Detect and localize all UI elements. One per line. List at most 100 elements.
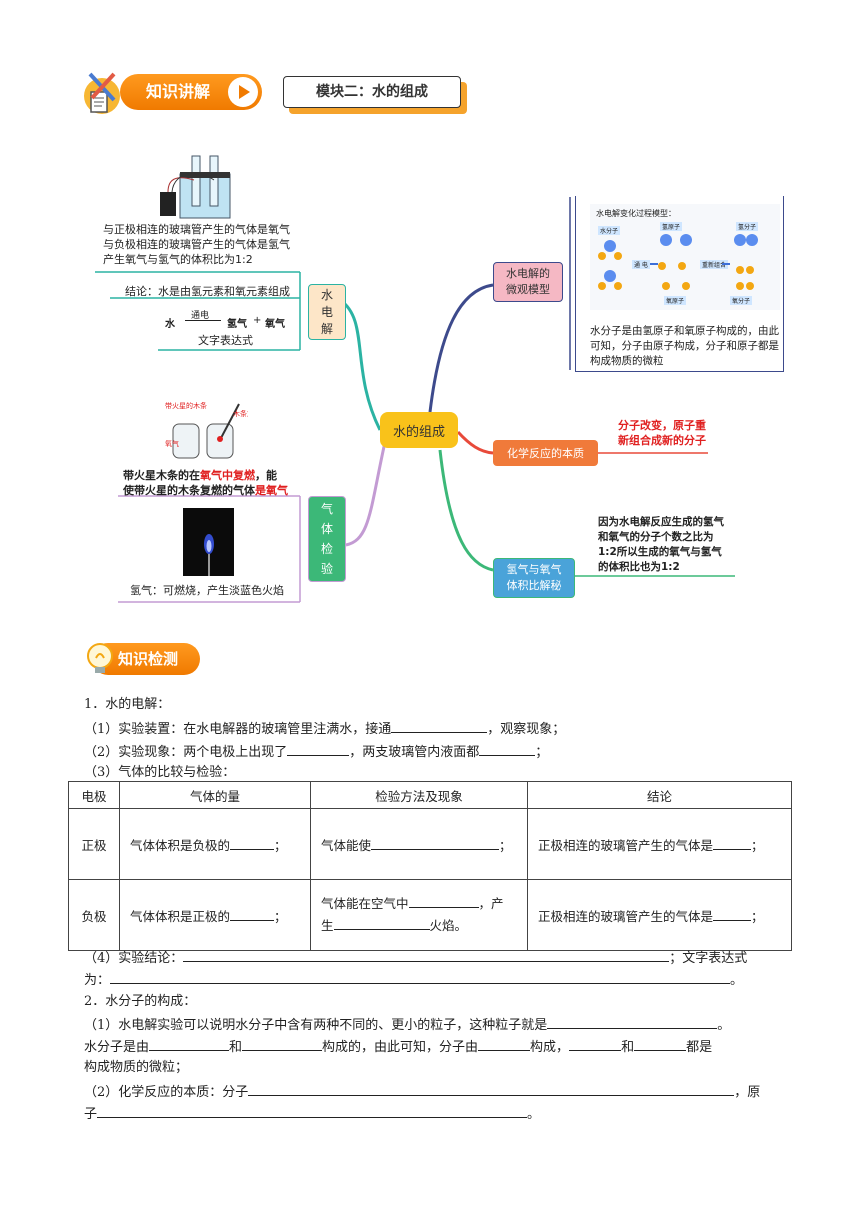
amount-end: ； (274, 838, 287, 853)
q2-2-text-a: （2）化学反应的本质：分子 (84, 1085, 248, 1100)
cell-test: 气体能在空气中，产生火焰。 (311, 880, 528, 951)
blank[interactable] (409, 893, 479, 908)
node-micro-model: 水电解的 微观模型 (493, 262, 563, 302)
conclusion-end: ； (751, 909, 764, 924)
relight-label: 木条复燃 (233, 409, 248, 418)
lightbulb-icon (86, 642, 114, 676)
q2-1: （1）水电解实验可以说明水分子中含有两种不同的、更小的粒子，这种粒子就是。 (84, 1014, 730, 1036)
electrolysis-conclusion: 结论：水是由氢元素和氧元素组成 (125, 284, 290, 299)
test-text: 气体能使 (321, 838, 371, 853)
q2-2-line2: 子。 (84, 1103, 540, 1125)
electrolysis-details: 与正极相连的玻璃管产生的气体是氧气 与负极相连的玻璃管产生的气体是氢气 产生氧气… (103, 222, 303, 267)
q1-4-text-a: （4）实验结论： (84, 951, 183, 966)
blank[interactable] (713, 835, 751, 850)
conclusion-end: ； (751, 838, 764, 853)
gas-label: 氧气 (165, 439, 179, 448)
cell-test: 气体能使 ； (311, 809, 528, 880)
q1-2-text-c: ； (535, 745, 548, 760)
blank[interactable] (478, 1036, 530, 1051)
blank[interactable] (242, 1036, 322, 1051)
q1-4-text-b: ；文字表达式 (669, 951, 747, 966)
node-electrolysis: 水 电 解 (308, 284, 346, 340)
ratio-text: 因为水电解反应生成的氢气和氧气的分子个数之比为1:2所以生成的氧气与氢气的体积比… (598, 515, 728, 575)
q2-1-line2: 水分子是由 和 构成的，由此可知，分子由 构成， 和 都是 (84, 1036, 712, 1058)
q2-1-text-h: 都是 (686, 1040, 712, 1055)
node-reaction-essence: 化学反应的本质 (493, 440, 598, 466)
detail-positive: 与正极相连的玻璃管产生的气体是氧气 (103, 222, 303, 237)
q2-1-text-b: 。 (717, 1018, 730, 1033)
eq-arrow (185, 320, 221, 321)
check-badge-label: 知识检测 (118, 650, 178, 668)
oxygen-test-text: 带火星木条的在氧气中复燃，能 使带火星的木条复燃的气体是氧气 (123, 468, 303, 498)
oxygen-test-image: 带火星的木条 木条复燃 氧气 (163, 398, 248, 462)
q2-1-line3: 构成物质的微粒； (84, 1058, 188, 1078)
conclusion-text: 正极相连的玻璃管产生的气体是 (538, 838, 713, 853)
blank[interactable] (97, 1103, 527, 1118)
cell-amount: 气体体积是负极的 ； (120, 809, 311, 880)
q1-1-text-a: （1）实验装置：在水电解器的玻璃管里注满水，接通 (84, 722, 391, 737)
q1-title: 1．水的电解： (84, 695, 170, 715)
th-conclusion: 结论 (528, 782, 792, 809)
blank[interactable] (569, 1036, 621, 1051)
q2-1-text-f: 构成， (530, 1040, 569, 1055)
micro-model-diagram: 水电解变化过程模型： 水分子 氢原子 通 电 重新组合 氢分子 氧原子 氧分子 (590, 204, 780, 310)
blank[interactable] (110, 969, 730, 984)
table-row: 负极 气体体积是正极的； 气体能在空气中，产生火焰。 正极相连的玻璃管产生的气体… (69, 880, 792, 951)
detail-ratio: 产生氧气与氢气的体积比为1:2 (103, 252, 303, 267)
mindmap-center: 水的组成 (380, 412, 458, 448)
amount-text: 气体体积是正极的 (130, 909, 230, 924)
molecule-drawing (590, 204, 780, 310)
cell-amount: 气体体积是正极的 ； (120, 880, 311, 951)
blank[interactable] (334, 915, 430, 930)
blank[interactable] (287, 741, 349, 756)
node-ratio-secret: 氢气与氧气 体积比解秘 (493, 558, 575, 598)
q2-1-text-g: 和 (621, 1040, 634, 1055)
blank[interactable] (634, 1036, 686, 1051)
blank[interactable] (230, 906, 274, 921)
q2-1-text-e: 构成的，由此可知，分子由 (322, 1040, 478, 1055)
equation-caption: 文字表达式 (198, 333, 253, 348)
blank[interactable] (547, 1014, 717, 1029)
q2-2: （2）化学反应的本质：分子 ，原 (84, 1081, 760, 1103)
amount-text: 气体体积是负极的 (130, 838, 230, 853)
blank[interactable] (371, 835, 499, 850)
table-header-row: 电极 气体的量 检验方法及现象 结论 (69, 782, 792, 809)
micro-model-text: 水分子是由氢原子和氧原子构成的，由此可知，分子由原子构成，分子和原子都是构成物质… (590, 324, 780, 369)
cell-electrode: 正极 (69, 809, 120, 880)
tools-icon (82, 70, 122, 116)
hydrogen-flame-image (183, 508, 234, 576)
node-gas-test: 气 体 检 验 (308, 496, 346, 582)
blank[interactable] (391, 718, 487, 733)
cell-conclusion: 正极相连的玻璃管产生的气体是 ； (528, 809, 792, 880)
q1-2: （2）实验现象：两个电极上出现了 ，两支玻璃管内液面都 ； (84, 741, 548, 763)
reaction-essence-text: 分子改变，原子重新组合成新的分子 (618, 418, 706, 448)
test-end: ； (499, 838, 512, 853)
q2-1-text-d: 和 (229, 1040, 242, 1055)
conclusion-text: 正极相连的玻璃管产生的气体是 (538, 909, 713, 924)
eq-product2: 氧气 (265, 315, 285, 330)
q1-4: （4）实验结论： ；文字表达式 (84, 947, 747, 969)
blank[interactable] (183, 947, 669, 962)
blank[interactable] (248, 1081, 734, 1096)
table-row: 正极 气体体积是负极的 ； 气体能使 ； 正极相连的玻璃管产生的气体是 ； (69, 809, 792, 880)
gas-comparison-table: 电极 气体的量 检验方法及现象 结论 正极 气体体积是负极的 ； 气体能使 ； 正极… (68, 781, 792, 951)
q1-2-text-b: ，两支玻璃管内液面都 (349, 745, 479, 760)
q2-title: 2．水分子的构成： (84, 992, 196, 1012)
oxygen-test-highlight1: 氧气中复燃 (200, 469, 255, 482)
q1-4-text-d: 。 (730, 973, 743, 988)
detail-negative: 与负极相连的玻璃管产生的气体是氢气 (103, 237, 303, 252)
amount-end: ； (274, 909, 287, 924)
electrolysis-apparatus-image (160, 152, 240, 220)
blank[interactable] (230, 835, 274, 850)
badge-label: 知识讲解 (146, 82, 210, 101)
blank[interactable] (479, 741, 535, 756)
q1-1-text-b: ，观察现象； (487, 722, 565, 737)
oxygen-test-line2: 使带火星的木条复燃的气体 (123, 484, 255, 497)
q2-2-text-b: ，原 (734, 1085, 760, 1100)
blank[interactable] (713, 906, 751, 921)
blank[interactable] (149, 1036, 229, 1051)
q2-1-text-c: 水分子是由 (84, 1040, 149, 1055)
q1-2-text-a: （2）实验现象：两个电极上出现了 (84, 745, 287, 760)
q1-3: （3）气体的比较与检验： (84, 763, 235, 783)
q2-2-text-c: 子 (84, 1107, 97, 1122)
